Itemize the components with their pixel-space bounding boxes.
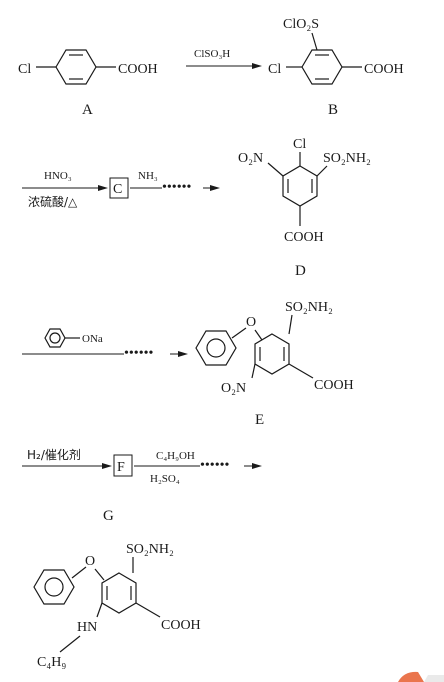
reagent-h2so4-heat: 浓硫酸/△ [28,194,78,209]
reagent-nh3: NH₃ [138,170,158,182]
intermediate-c: C [113,182,122,197]
arrow-step-4: H₂/催化剂 F C₄H₉OH H₂SO₄ •••••• G [22,447,262,524]
compound-a-ring [55,49,97,85]
compound-e-no2-bond [251,363,256,379]
watermark-logo [398,671,444,682]
compound-a-label: A [82,102,93,118]
compound-e-so2nh2: SO₂NH₂ [285,300,333,315]
compound-d-label: D [295,263,306,279]
compound-e-cooh-bond [288,363,314,379]
compound-b-so2cl: ClO₂S [283,17,319,32]
compound-g-nh: HN [77,620,97,635]
reagent-hno3: HNO₃ [44,170,72,182]
compound-e-ether-o: O [246,315,256,330]
compound-g-o-ring-bond [94,568,105,581]
compound-b-label: B [328,102,338,118]
compound-d: Cl O₂N SO₂NH₂ COOH D [238,137,371,279]
compound-e: SO₂NH₂ O O₂N COOH E [195,300,354,428]
compound-d-so2nh2-bond [316,165,328,177]
compound-b-cooh: COOH [364,62,404,77]
compound-a-cooh: COOH [118,62,158,77]
compound-e-no2: O₂N [221,381,246,396]
compound-d-no2: O₂N [238,151,263,166]
compound-b-s-bond [311,32,318,51]
reagent-h2-catalyst: H₂/催化剂 [27,447,81,462]
compound-g-nh-bond [96,602,103,618]
compound-g-phenyl [33,569,75,605]
compound-d-so2nh2: SO₂NH₂ [323,151,371,166]
reagent-sulfuric-acid: H₂SO₄ [150,473,180,485]
arrow-step-1: ClSO₃H [186,48,262,69]
compound-b: ClO₂S Cl COOH B [268,17,404,118]
compound-a-cl: Cl [18,62,31,77]
compound-e-o-ring-bond [254,329,263,341]
continuation-dots-3: •••••• [200,458,230,473]
compound-g-cooh: COOH [161,618,201,633]
reagent-clso3h: ClSO₃H [194,48,230,60]
compound-b-ring [301,49,343,85]
phenoxide-reagent: ONa [44,328,103,348]
compound-g-butyl-bond [59,635,81,653]
compound-d-cooh: COOH [284,230,324,245]
intermediate-f-box [113,454,133,477]
compound-e-o-phenyl-bond [231,327,247,339]
continuation-dots-2: •••••• [124,346,154,361]
compound-d-no2-bond [267,162,284,177]
compound-g-label: G [103,508,114,524]
compound-e-label: E [255,412,264,428]
compound-e-ring [254,333,290,375]
continuation-dots: •••••• [162,180,192,195]
compound-g-butyl: C₄H₉ [37,655,66,670]
compound-g-cooh-bond [135,602,161,618]
arrow-step-2: HNO₃ 浓硫酸/△ C NH₃ •••••• [22,170,220,209]
arrow-step-3: ONa •••••• [22,328,188,361]
compound-e-phenyl [195,330,237,366]
compound-b-cl: Cl [268,62,281,77]
compound-g-o-phenyl-bond [71,566,87,579]
compound-g-ether-o: O [85,554,95,569]
compound-a: Cl COOH A [18,49,158,118]
reagent-ona: ONa [82,333,103,345]
compound-d-cl: Cl [293,137,306,152]
compound-g-so2nh2: SO₂NH₂ [126,542,174,557]
compound-g-ring [101,572,137,614]
reagent-butanol: C₄H₉OH [156,450,195,462]
intermediate-f: F [117,460,125,475]
compound-e-so2nh2-bond [288,314,293,335]
compound-d-ring [282,165,318,207]
phenyl-ring-icon [49,332,61,344]
intermediate-c-box [109,177,129,199]
compound-g: SO₂NH₂ O HN C₄H₉ COOH [33,542,201,670]
compound-e-cooh: COOH [314,378,354,393]
